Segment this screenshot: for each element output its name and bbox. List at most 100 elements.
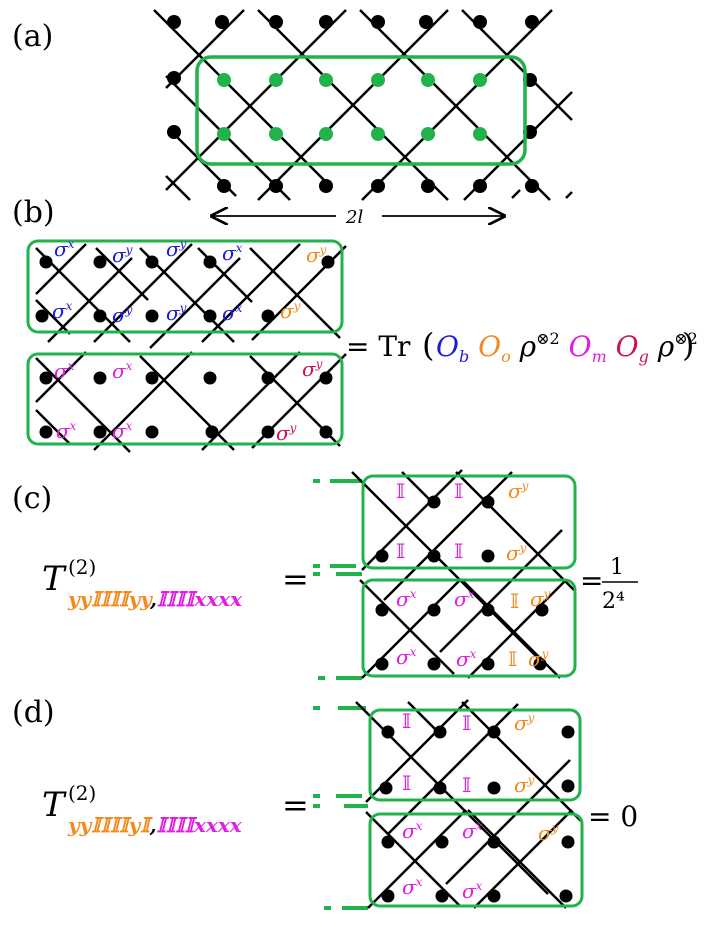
node [487, 889, 501, 903]
panel-b-top-box [26, 239, 344, 334]
panel-d-result: = 0 [588, 800, 638, 833]
panel-b-top-ops: σx σy σy σx σy σx σy σy σx σy [52, 237, 327, 327]
node [35, 309, 49, 323]
identity-label: 𝕀 [462, 711, 471, 735]
sigma-x-label: σx [112, 419, 133, 443]
sigma-x-label: σx [454, 587, 475, 611]
identity-label: 𝕀 [402, 709, 411, 733]
node [261, 309, 275, 323]
panel-d-bottom-box [368, 812, 584, 908]
node [473, 73, 487, 87]
node [427, 603, 441, 617]
panel-c-top-box [361, 474, 577, 570]
span-arrow: 2l [212, 207, 504, 228]
node [145, 371, 159, 385]
T-subscript: yy𝕀𝕀𝕀𝕀y𝕀,𝕀𝕀𝕀𝕀xxxx [67, 813, 243, 837]
node [215, 15, 229, 29]
sigma-x-label: σx [456, 647, 477, 671]
node [375, 657, 389, 671]
node [427, 549, 441, 563]
node [39, 371, 53, 385]
panel-c-nodes [375, 495, 549, 671]
node [473, 127, 487, 141]
node [93, 371, 107, 385]
open-paren: ( [422, 326, 434, 364]
sigma-x-label: σx [462, 879, 483, 903]
sigma-x-label: σx [396, 587, 417, 611]
sigma-y-label: σy [514, 711, 535, 735]
identity-label: 𝕀 [462, 773, 471, 797]
node [481, 603, 495, 617]
node [381, 835, 395, 849]
panel-b-bottom-nodes [39, 371, 333, 439]
node [205, 425, 219, 439]
sigma-x-label: σx [56, 419, 77, 443]
node [559, 889, 573, 903]
node [561, 725, 575, 739]
node [321, 255, 335, 269]
sigma-x-label: σx [222, 301, 243, 325]
node [217, 73, 231, 87]
node [269, 15, 283, 29]
panel-d-green-stubs [313, 706, 368, 910]
node [319, 73, 333, 87]
node [487, 725, 501, 739]
svg-text:(2): (2) [68, 781, 96, 805]
node [435, 835, 449, 849]
sigma-x-label: σx [462, 819, 483, 843]
node [421, 179, 435, 193]
node [269, 179, 283, 193]
node [421, 127, 435, 141]
panel-c-ops: 𝕀 𝕀 σy 𝕀 𝕀 σy σx σx 𝕀 σy σx σx 𝕀 σy [396, 479, 551, 671]
panel-a-black-nodes [167, 15, 539, 193]
node [481, 657, 495, 671]
node [371, 179, 385, 193]
sigma-y-label: σy [514, 773, 535, 797]
panel-c-bottom-box [361, 578, 577, 678]
T-subscript: yy𝕀𝕀𝕀𝕀yy,𝕀𝕀𝕀𝕀xxxx [67, 587, 243, 611]
svg-text:T: T [42, 559, 67, 599]
node [473, 15, 487, 29]
panel-b-bottom-box [26, 352, 344, 446]
node [93, 255, 107, 269]
node [145, 425, 159, 439]
identity-label: 𝕀 [454, 539, 463, 563]
panel-d-ops: 𝕀 𝕀 σy 𝕀 𝕀 σy σx σx σy σx σx [402, 709, 559, 903]
identity-label: 𝕀 [454, 479, 463, 503]
panel-b-top-nodes [35, 255, 335, 323]
identity-label: 𝕀 [396, 479, 405, 503]
node [319, 15, 333, 29]
sigma-x-label: σx [52, 299, 73, 323]
node [167, 125, 181, 139]
panel-a-green-nodes [217, 73, 487, 141]
node [167, 15, 181, 29]
node [319, 425, 333, 439]
node [473, 179, 487, 193]
node [419, 15, 433, 29]
identity-label: 𝕀 [402, 771, 411, 795]
panel-b-bottom-ops: σx σx σy σx σx σy [54, 357, 323, 445]
node [203, 371, 217, 385]
sigma-y-label: σy [276, 421, 297, 445]
node [525, 179, 539, 193]
node [93, 309, 107, 323]
sigma-y-label: σy [112, 243, 133, 267]
identity-label: 𝕀 [508, 647, 517, 671]
node [319, 179, 333, 193]
node [371, 127, 385, 141]
sigma-y-label: σy [280, 299, 301, 323]
sigma-x-label: σx [396, 645, 417, 669]
node [487, 835, 501, 849]
node [535, 603, 549, 617]
panel-b-label: (b) [12, 195, 55, 230]
node [435, 889, 449, 903]
svg-text:=: = [580, 564, 603, 597]
node [269, 73, 283, 87]
sigma-y-label: σy [538, 821, 559, 845]
node [217, 179, 231, 193]
node [39, 425, 53, 439]
sigma-y-label: σy [508, 479, 529, 503]
node [203, 309, 217, 323]
node [319, 127, 333, 141]
